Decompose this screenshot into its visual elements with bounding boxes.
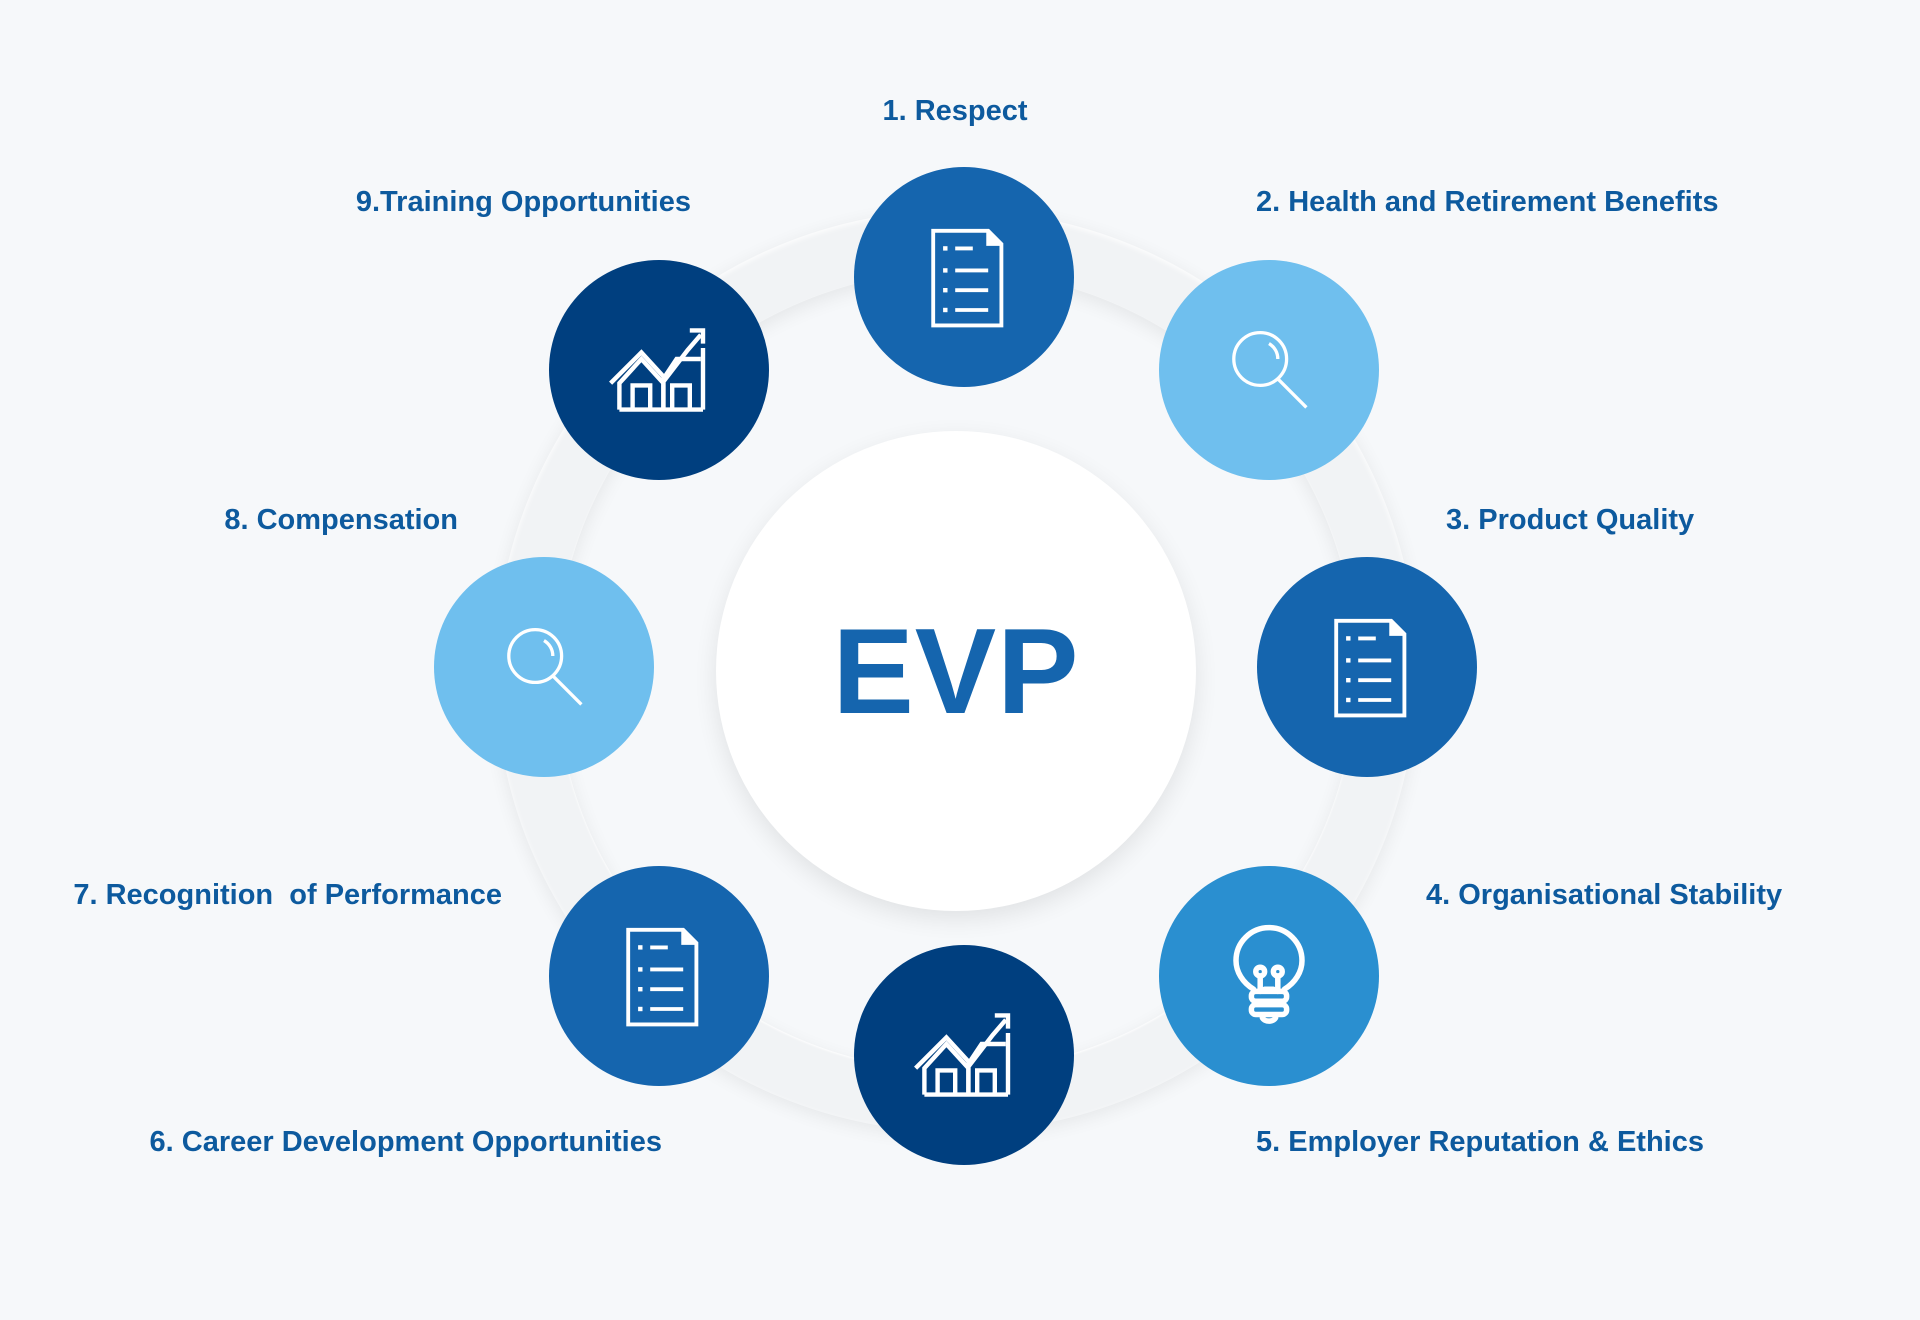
magnifier-icon bbox=[507, 627, 583, 706]
growth-chart-icon bbox=[609, 328, 706, 412]
label-employer-reputation: 5. Employer Reputation & Ethics bbox=[1256, 1126, 1704, 1158]
node-training bbox=[549, 260, 769, 480]
node-organisational-stability bbox=[1159, 866, 1379, 1086]
center-title: EVP bbox=[832, 603, 1080, 739]
magnifier-icon bbox=[1232, 330, 1308, 409]
label-organisational-stability: 4. Organisational Stability bbox=[1426, 879, 1783, 911]
label-training: 9.Training Opportunities bbox=[355, 186, 691, 218]
lightbulb-icon bbox=[1233, 924, 1305, 1024]
label-product-quality: 3. Product Quality bbox=[1446, 504, 1695, 536]
node-employer-reputation bbox=[854, 945, 1074, 1165]
node-career-development bbox=[549, 866, 769, 1086]
label-health-retirement: 2. Health and Retirement Benefits bbox=[1256, 186, 1719, 218]
document-icon bbox=[931, 228, 1004, 328]
label-respect: 1. Respect bbox=[882, 95, 1028, 127]
label-career-development: 6. Career Development Opportunities bbox=[149, 1126, 662, 1158]
node-recognition bbox=[434, 557, 654, 777]
growth-chart-icon bbox=[914, 1013, 1011, 1097]
label-compensation: 8. Compensation bbox=[224, 504, 458, 536]
node-product-quality bbox=[1257, 557, 1477, 777]
center-circle: EVP bbox=[716, 431, 1196, 911]
document-icon bbox=[1334, 618, 1407, 718]
node-respect bbox=[854, 167, 1074, 387]
label-recognition: 7. Recognition of Performance bbox=[73, 879, 502, 911]
node-health-retirement bbox=[1159, 260, 1379, 480]
document-icon bbox=[626, 927, 699, 1027]
